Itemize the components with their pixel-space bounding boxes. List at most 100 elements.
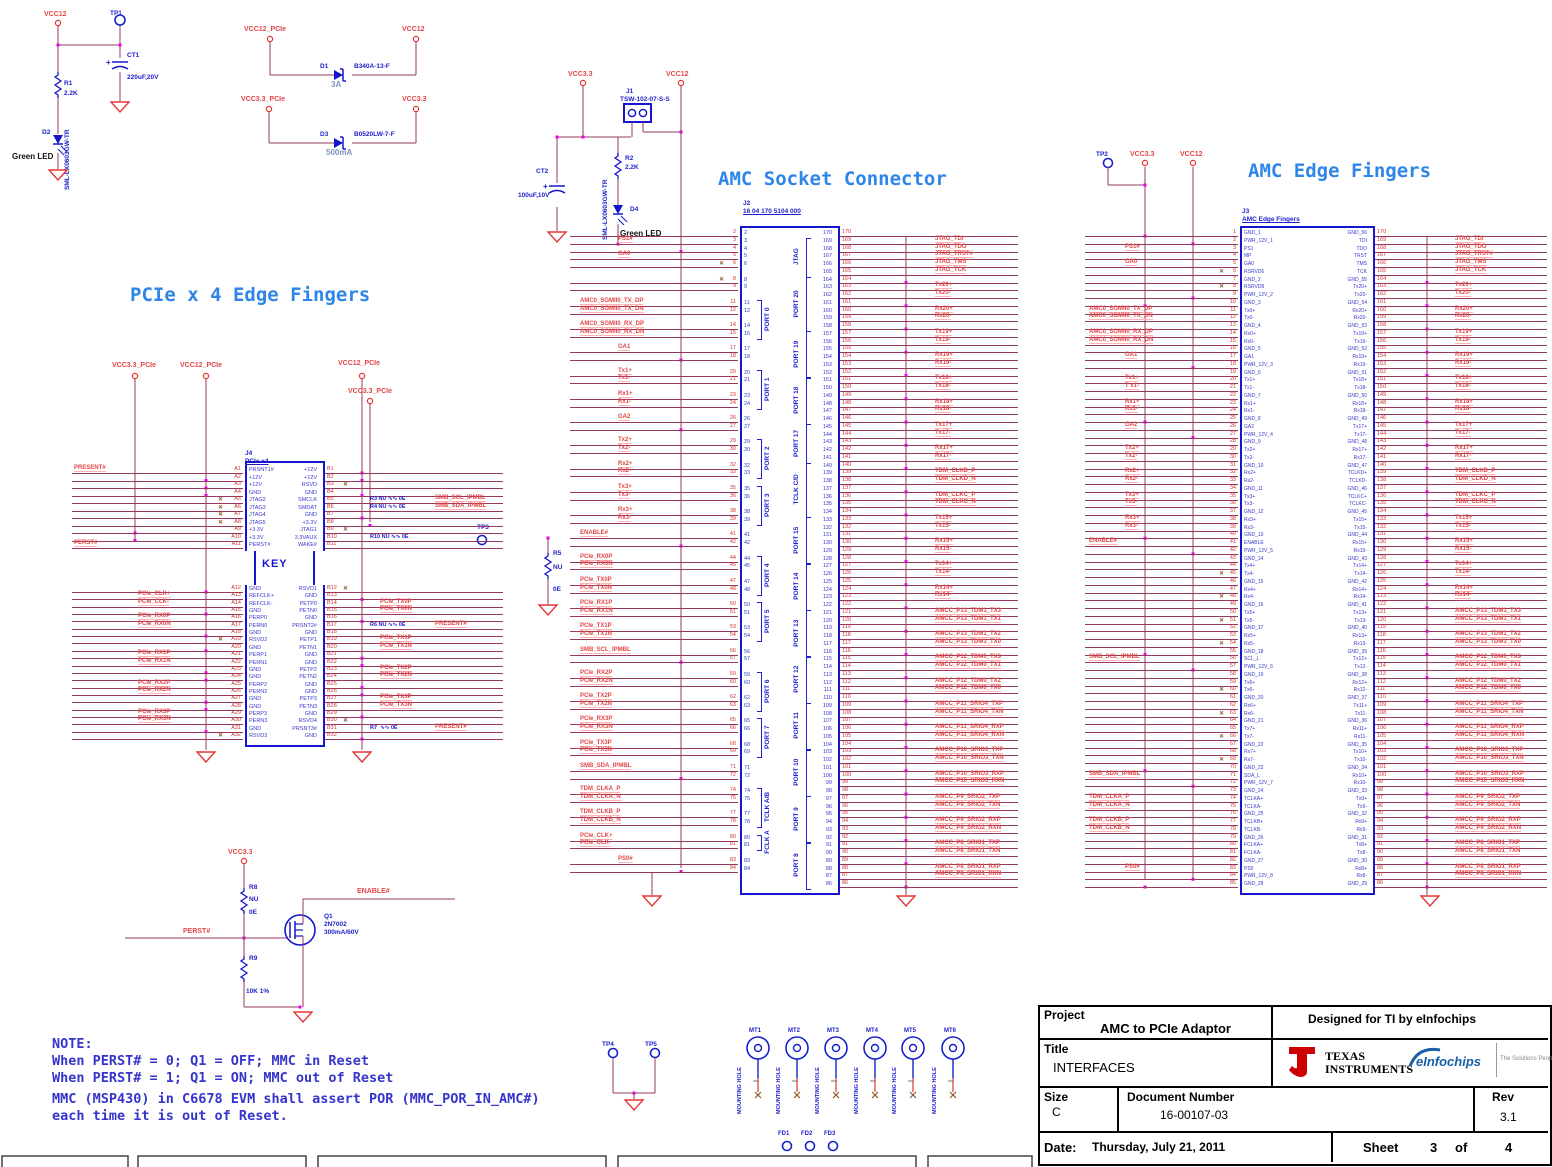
j4-b-pin-row: B16 bbox=[325, 614, 503, 623]
j3-inner-pin-names: Tx4+Tx14+ bbox=[1244, 563, 1367, 570]
net-vcc33-pcie-j4l: VCC3.3_PCIe bbox=[112, 362, 156, 369]
ti-logo bbox=[1289, 1047, 1315, 1077]
rev-label: Rev bbox=[1492, 1090, 1515, 1104]
j3-left-pin-row: 13 bbox=[1085, 322, 1238, 330]
j4-key-notch-left bbox=[236, 551, 256, 585]
j4-b-pin-row: B8 bbox=[325, 519, 503, 527]
j3-left-pin-row: 55 bbox=[1085, 648, 1238, 656]
j2-right-pin-row: 95 bbox=[840, 810, 1018, 819]
size-value: C bbox=[1052, 1105, 1061, 1119]
j2-port-group-label: PORT 1 bbox=[764, 376, 771, 401]
j3-left-pin-row: 27 bbox=[1085, 431, 1238, 439]
j2-right-pin-row: 158 bbox=[840, 322, 1018, 330]
j3-left-pin-row: 76 bbox=[1085, 810, 1238, 819]
sheet-number: 3 bbox=[1430, 1140, 1438, 1155]
project-name: AMC to PCIe Adaptor bbox=[1100, 1021, 1231, 1036]
j3-inner-pin-names: Tx6+Rx12+ bbox=[1244, 679, 1367, 686]
j4-inner-pin-names: REFCLK-PETP0 bbox=[249, 600, 317, 607]
j2-port-group-label: PORT 3 bbox=[764, 493, 771, 517]
mounting-hole-label: MT6 bbox=[944, 1028, 956, 1034]
j2-right-pin-row: 140 bbox=[840, 462, 1018, 470]
j3-left-pin-row: 68 bbox=[1085, 748, 1238, 757]
j2-right-pin-row: 143 bbox=[840, 438, 1018, 447]
diode-d3-ref: D3 bbox=[320, 131, 329, 138]
j4-a-pin-row: A3 bbox=[72, 481, 243, 489]
j4-b-pin-row: B1 bbox=[325, 466, 503, 474]
j3-left-pin-row: PS0#83 bbox=[1085, 864, 1238, 873]
j3-left-pin-row: Rx3-39 bbox=[1085, 523, 1238, 532]
j2-inner-pin-numbers: 86 bbox=[825, 881, 832, 887]
j2-inner-pin-numbers: 93 bbox=[825, 826, 832, 833]
j2-port-group-label: PORT 13 bbox=[793, 619, 800, 647]
einfochips-logo: eInfochips bbox=[1416, 1054, 1482, 1069]
mosfet-q1-ref: Q1 bbox=[324, 913, 333, 920]
j2-port-bracket bbox=[806, 749, 811, 797]
j3-left-pin-row: 28 bbox=[1085, 438, 1238, 447]
j2-left-pin-row: ✕6 bbox=[570, 260, 738, 268]
j3-right-pin-row: 131 bbox=[1375, 531, 1547, 540]
j3-right-pin-row: 116 bbox=[1375, 648, 1547, 656]
j2-right-pin-row: 128 bbox=[840, 555, 1018, 563]
j3-inner-pin-names: Rx4+Rx14+ bbox=[1244, 586, 1367, 593]
j3-left-pin-row: ✕6 bbox=[1085, 268, 1238, 276]
j4-a-pin-row: PCIe_CLK-A14 bbox=[72, 599, 243, 608]
j2-inner-pin-numbers: 102 bbox=[822, 757, 832, 763]
j3-left-pin-row: 25 bbox=[1085, 415, 1238, 423]
j2-left-pin-row: 9 bbox=[570, 283, 738, 292]
j3-left-pin-row: 52 bbox=[1085, 624, 1238, 633]
j2-port-group-label: JTAG bbox=[793, 248, 800, 266]
j3-left-pin-row: Tx3+35 bbox=[1085, 492, 1238, 501]
j2-port-bracket bbox=[806, 702, 811, 751]
j4-b-pin-row: B25 bbox=[325, 681, 503, 689]
j3-left-pin-row: 44 bbox=[1085, 562, 1238, 571]
j2-port-group-label: PORT 11 bbox=[793, 712, 800, 739]
j2-inner-pin-numbers: 159 bbox=[822, 315, 832, 322]
j3-left-pin-row: 53 bbox=[1085, 632, 1238, 640]
j2-port-group-label: PORT 6 bbox=[764, 679, 771, 703]
j3-right-pin-row: 164 bbox=[1375, 276, 1547, 284]
j2-left-pin-row: Tx1+20 bbox=[570, 368, 738, 377]
j2-left-pin-row: PCIe_CLK+80 bbox=[570, 833, 738, 842]
j3-left-pin-row: ✕69 bbox=[1085, 756, 1238, 764]
j2-left-pin-row: Rx2+32 bbox=[570, 461, 738, 470]
j4-a-pin-row: A9 bbox=[72, 526, 243, 534]
res-r5-nu: NU bbox=[553, 564, 563, 571]
j3-left-pin-row: 40 bbox=[1085, 531, 1238, 540]
mounting-hole-text: MOUNTING HOLE bbox=[737, 1067, 743, 1114]
j4-key-notch-right bbox=[313, 551, 333, 585]
